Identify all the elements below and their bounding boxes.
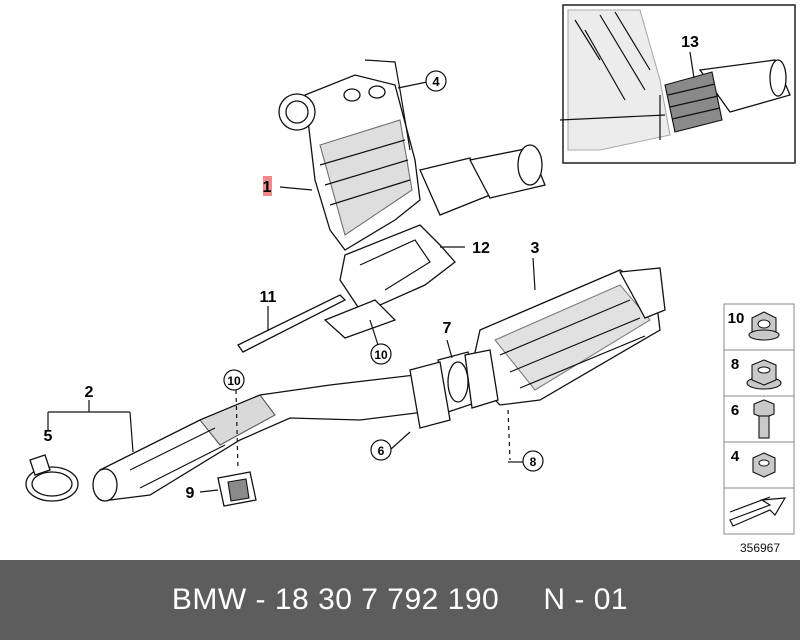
inset-detail: 13 bbox=[559, 4, 796, 164]
direction-arrow-icon bbox=[729, 496, 787, 527]
callout-13: 13 bbox=[681, 34, 699, 51]
callout-6-group: 6 bbox=[370, 431, 411, 461]
callout-1: 1 bbox=[263, 179, 272, 196]
callout-9: 9 bbox=[186, 485, 195, 502]
part-11-strap: 11 bbox=[237, 289, 347, 353]
part-3-rear-catalyst: 3 bbox=[469, 240, 666, 406]
part-number-footer: BMW - 18 30 7 792 190 N - 01 bbox=[0, 560, 800, 640]
legend-label-10: 10 bbox=[728, 310, 745, 327]
bolt-icon bbox=[753, 399, 775, 439]
legend-label-6: 6 bbox=[731, 402, 739, 419]
part-1-converter: 1 bbox=[263, 59, 546, 251]
callout-8-group: 8 bbox=[507, 409, 544, 472]
callout-3: 3 bbox=[531, 240, 540, 257]
callout-2: 2 bbox=[85, 384, 94, 401]
part-9-hanger: 9 10 bbox=[186, 369, 257, 507]
small-nut-icon bbox=[752, 452, 776, 478]
part-12-bracket: 12 10 bbox=[323, 224, 490, 365]
part-number-text: BMW - 18 30 7 792 190 N - 01 bbox=[171, 583, 629, 616]
part-2-front-pipe: 2 bbox=[47, 361, 451, 502]
part-7-gasket: 7 bbox=[437, 320, 499, 413]
exhaust-parts-diagram: 13 1 4 12 10 11 bbox=[25, 4, 796, 555]
flange-nut-icon bbox=[748, 311, 780, 341]
legend-label-4: 4 bbox=[731, 448, 740, 465]
callout-8: 8 bbox=[530, 455, 537, 469]
callout-10-lower: 10 bbox=[227, 374, 241, 388]
part-5-clamp: 5 bbox=[25, 428, 79, 502]
callout-10-upper: 10 bbox=[374, 348, 388, 362]
callout-4-group: 4 bbox=[397, 70, 447, 92]
hex-nut-icon bbox=[746, 359, 782, 390]
diagram-number: 356967 bbox=[740, 541, 780, 555]
callout-12: 12 bbox=[472, 240, 490, 257]
callout-4: 4 bbox=[432, 74, 440, 89]
hardware-legend: 10 8 6 4 bbox=[723, 303, 795, 535]
callout-5: 5 bbox=[44, 428, 53, 445]
callout-6: 6 bbox=[378, 444, 385, 458]
highlight-marker bbox=[263, 176, 272, 196]
callout-7: 7 bbox=[443, 320, 452, 337]
legend-label-8: 8 bbox=[731, 356, 739, 373]
callout-11: 11 bbox=[260, 289, 277, 306]
